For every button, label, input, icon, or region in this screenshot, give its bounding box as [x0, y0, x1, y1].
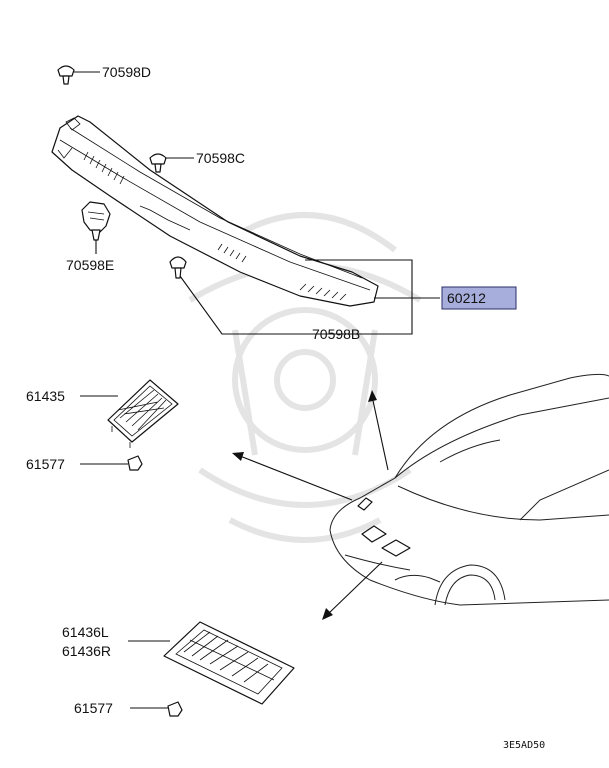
clip-61577-lower: [167, 701, 183, 717]
label-60212[interactable]: 60212: [447, 290, 486, 306]
car-outline: [329, 373, 609, 606]
cowl-top-panel: [51, 115, 379, 307]
clip-61577-upper: [127, 455, 143, 471]
leader-70598B: [179, 259, 413, 335]
label-61436R: 61436R: [62, 643, 111, 659]
diagram-code: 3E5AD50: [503, 740, 545, 751]
label-61436L: 61436L: [62, 624, 109, 640]
clip-70598B: [169, 256, 187, 279]
label-70598E: 70598E: [66, 257, 114, 273]
clip-70598D: [57, 65, 75, 85]
label-61577-lower: 61577: [74, 700, 113, 716]
label-70598C: 70598C: [196, 150, 245, 166]
clip-70598C: [149, 153, 167, 173]
label-61577-upper: 61577: [26, 456, 65, 472]
clip-70598E: [81, 201, 111, 241]
label-70598B: 70598B: [312, 326, 360, 342]
vent-grille-61435: [107, 379, 179, 448]
highlight-60212: [441, 286, 517, 310]
label-61435: 61435: [26, 388, 65, 404]
arrows: [232, 390, 389, 620]
label-70598D: 70598D: [102, 64, 151, 80]
vent-grille-61436: [163, 621, 295, 705]
